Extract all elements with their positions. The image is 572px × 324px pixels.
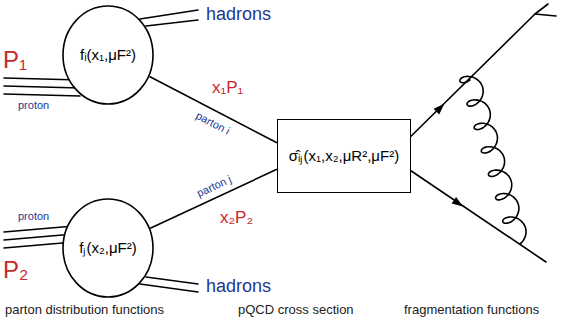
parton-line	[150, 77, 277, 143]
proton-label: proton	[18, 99, 49, 112]
hadron-line	[146, 20, 198, 26]
parton-label: parton j	[194, 173, 232, 199]
hadron-line	[140, 284, 198, 292]
cross-section-box: σ̂ᵢⱼ(x₁,x₂,μR²,μF²)	[277, 119, 411, 193]
arrow-head	[434, 104, 445, 115]
function-label: fⱼ(x₂,μF²)	[79, 239, 136, 257]
ellipse-shape	[63, 6, 153, 104]
ellipse-shape	[63, 199, 153, 297]
function-label: σ̂ᵢⱼ(x₁,x₂,μR²,μF²)	[289, 147, 399, 165]
proton-line	[4, 94, 80, 96]
pdf-ellipse: fⱼ(x₂,μF²)	[62, 198, 154, 298]
function-label: fᵢ(x₁,μF²)	[80, 46, 136, 64]
hadron-line	[146, 277, 198, 284]
arrow-head	[452, 197, 463, 207]
parton-label: parton i	[194, 109, 232, 137]
gluon-coil	[460, 76, 526, 244]
section-caption: pQCD cross section	[238, 303, 354, 318]
quark-line	[535, 14, 556, 16]
section-caption: fragmentation functions	[404, 303, 539, 318]
proton-label: proton	[18, 210, 49, 223]
hadrons-label: hadrons	[206, 4, 271, 25]
quark-line	[535, 4, 548, 14]
proton-line	[4, 86, 80, 88]
momentum-label: x₁P₁	[212, 78, 243, 98]
momentum-label: P₂	[3, 256, 28, 284]
hadron-line	[140, 10, 198, 19]
parton-line	[150, 169, 277, 228]
section-caption: parton distribution functions	[5, 303, 164, 318]
quark-line	[395, 160, 546, 262]
pdf-ellipse: fᵢ(x₁,μF²)	[62, 5, 154, 105]
momentum-label: x₂P₂	[220, 208, 253, 228]
hadrons-label: hadrons	[206, 276, 271, 297]
momentum-label: P₁	[3, 46, 27, 74]
proton-line	[4, 226, 74, 232]
